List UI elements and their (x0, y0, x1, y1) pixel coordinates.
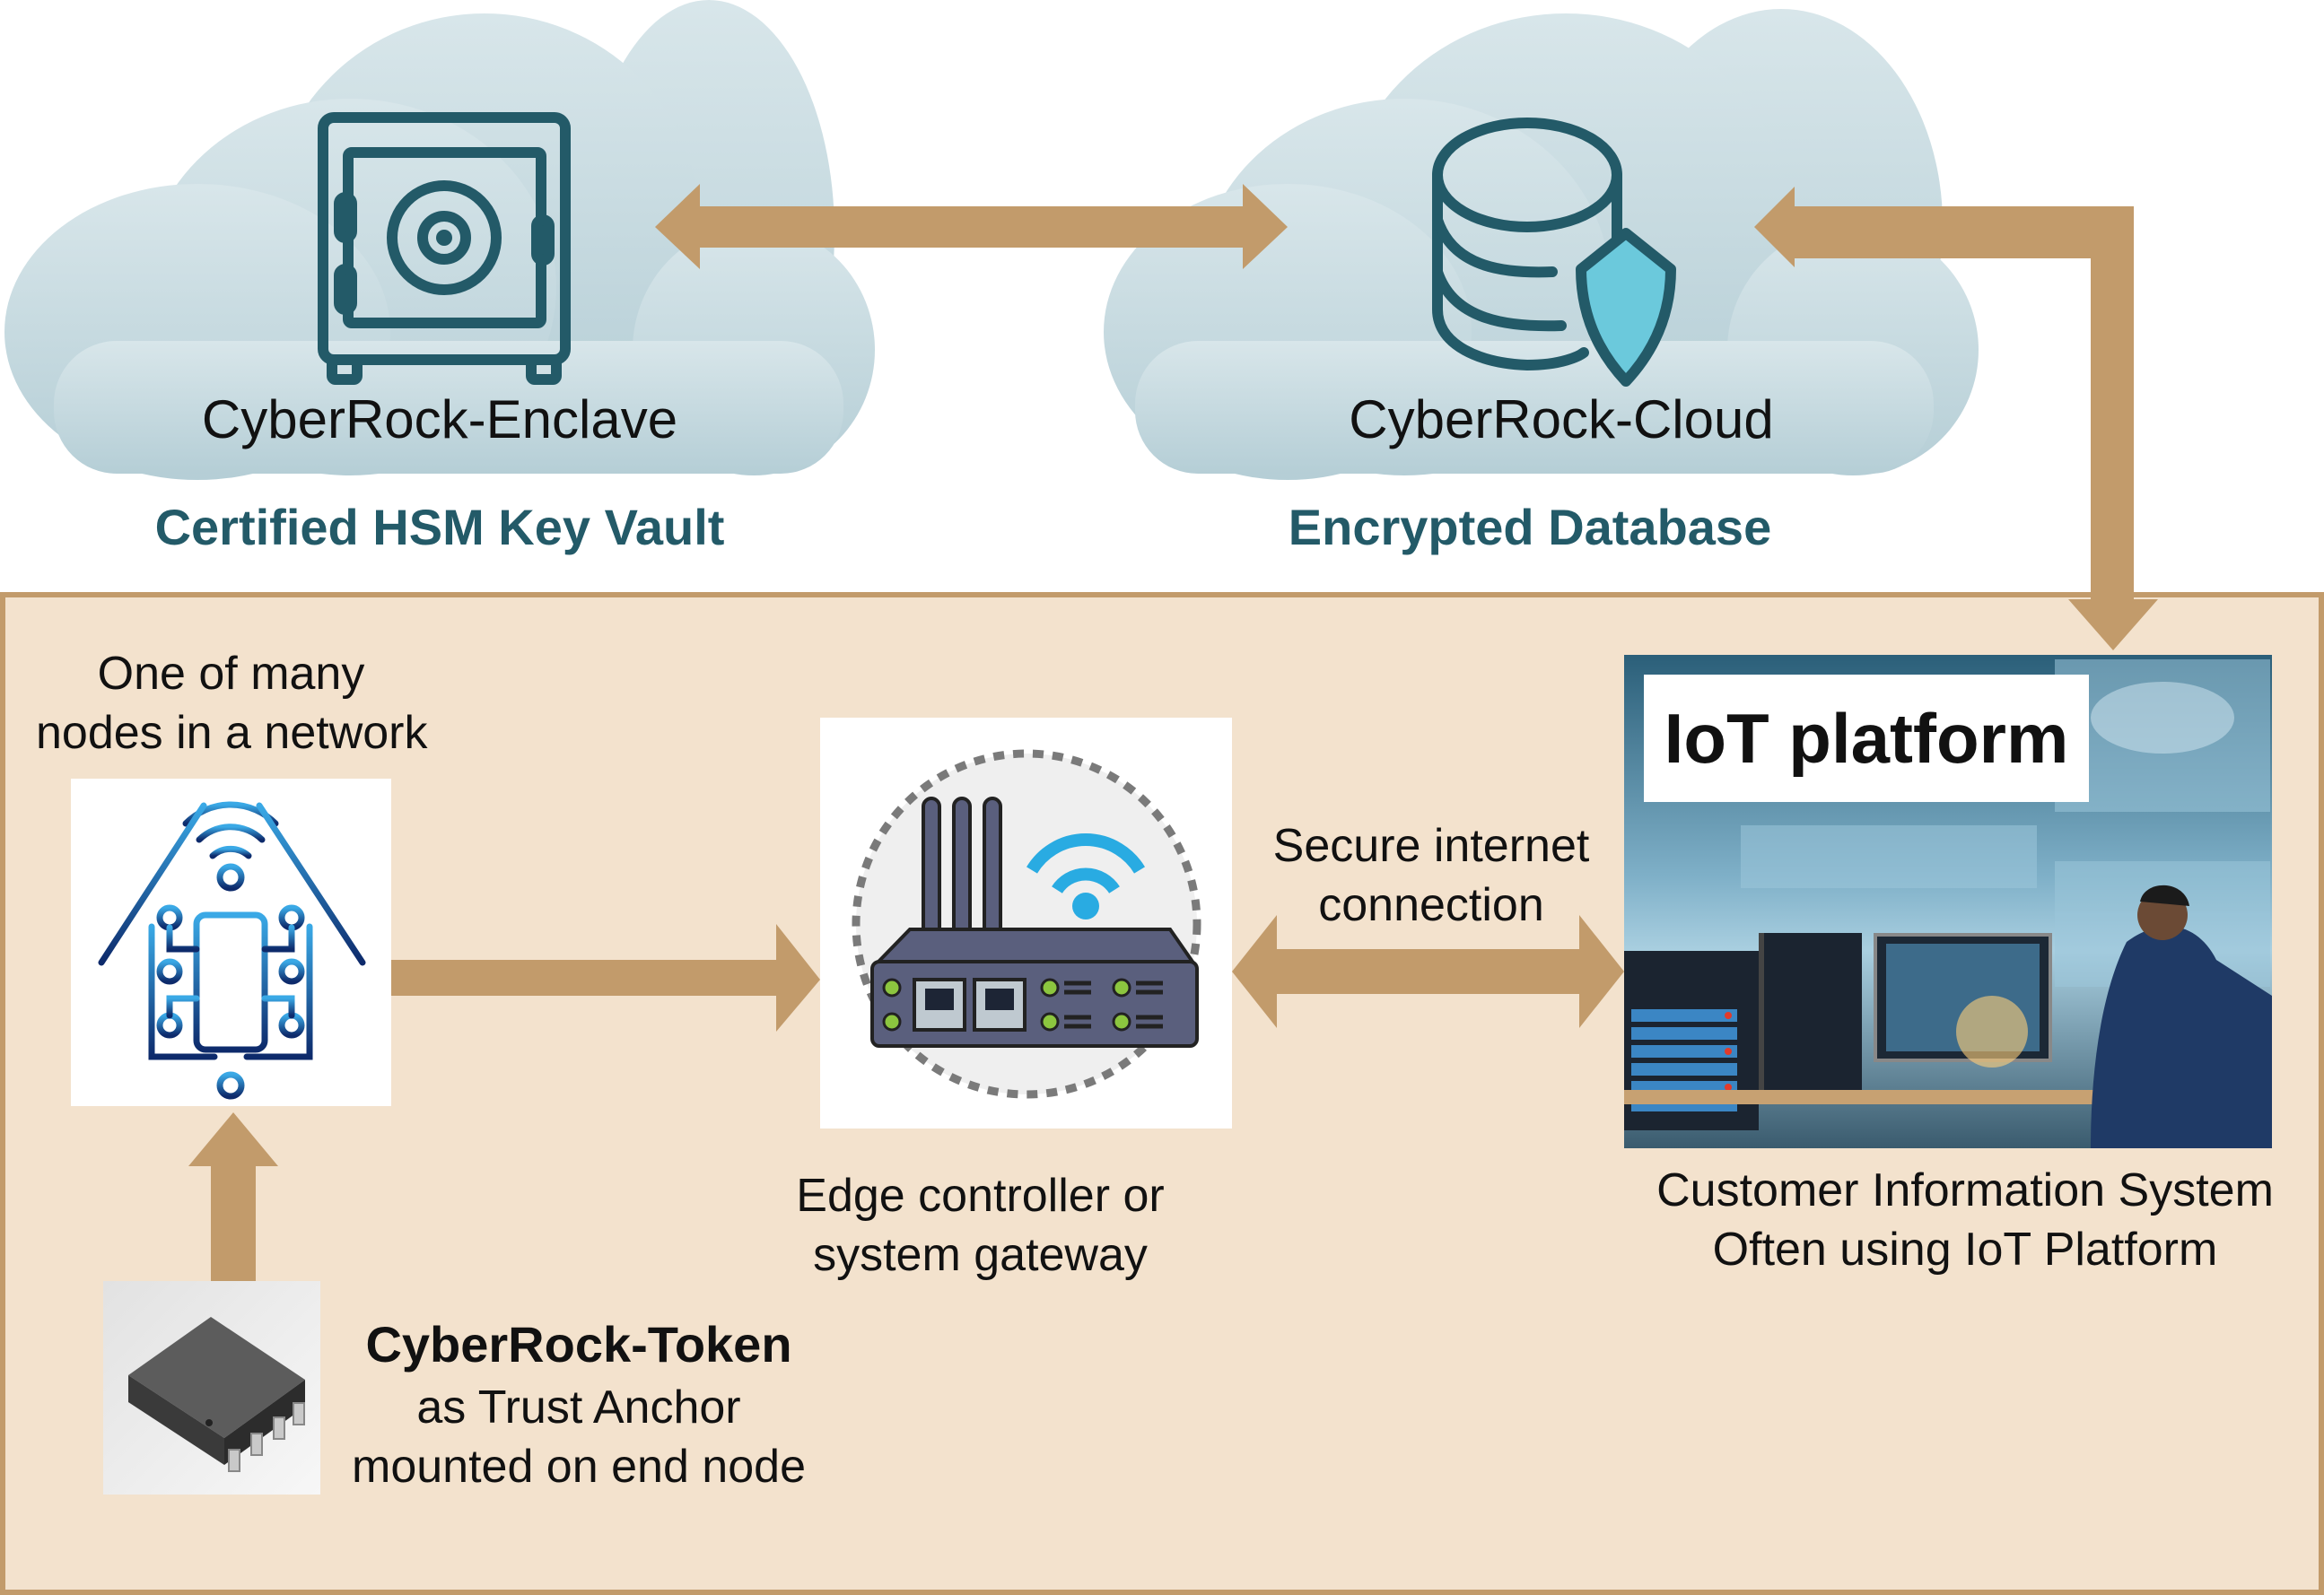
token-chip-card[interactable] (103, 1281, 320, 1495)
gateway-caption-2: system gateway (813, 1229, 1148, 1281)
arrow-gateway-iot (1232, 915, 1624, 1028)
gateway-card[interactable] (820, 718, 1232, 1129)
arrow-node-gateway (391, 924, 820, 1032)
cloud-database-shape (1104, 9, 1979, 480)
connection-label-2: connection (1318, 879, 1544, 931)
iot-house-icon (98, 801, 366, 1100)
cloud-label: CyberRock-Cloud (1349, 389, 1774, 449)
enclave-label: CyberRock-Enclave (201, 389, 678, 449)
token-line-2: as Trust Anchor (416, 1381, 741, 1434)
arrow-enclave-cloud (655, 184, 1288, 269)
gateway-caption-1: Edge controller or (796, 1170, 1165, 1222)
enclave-caption: Certified HSM Key Vault (154, 499, 725, 555)
safe-icon (318, 112, 571, 385)
iot-caption-2: Often using IoT Platform (1712, 1224, 2218, 1276)
iot-caption-1: Customer Information System (1656, 1164, 2274, 1216)
token-line-3: mounted on end node (352, 1441, 806, 1493)
database-shield-icon (1432, 118, 1676, 387)
arrow-token-node (188, 1112, 278, 1281)
cloud-caption: Encrypted Database (1288, 499, 1772, 555)
node-card[interactable] (71, 779, 391, 1106)
iot-platform-image[interactable]: IoT platform (1624, 655, 2272, 1148)
iot-badge-text: IoT platform (1664, 699, 2069, 778)
iot-badge (1644, 675, 2089, 802)
token-title: CyberRock-Token (365, 1316, 792, 1373)
connection-label-1: Secure internet (1272, 820, 1590, 872)
control-room-image (1624, 659, 2272, 1148)
node-caption-2: nodes in a network (36, 707, 428, 759)
arrow-iot-cloud (1754, 187, 2158, 650)
chip-icon (128, 1317, 305, 1472)
router-icon (852, 749, 1201, 1099)
node-caption-1: One of many (97, 648, 365, 700)
